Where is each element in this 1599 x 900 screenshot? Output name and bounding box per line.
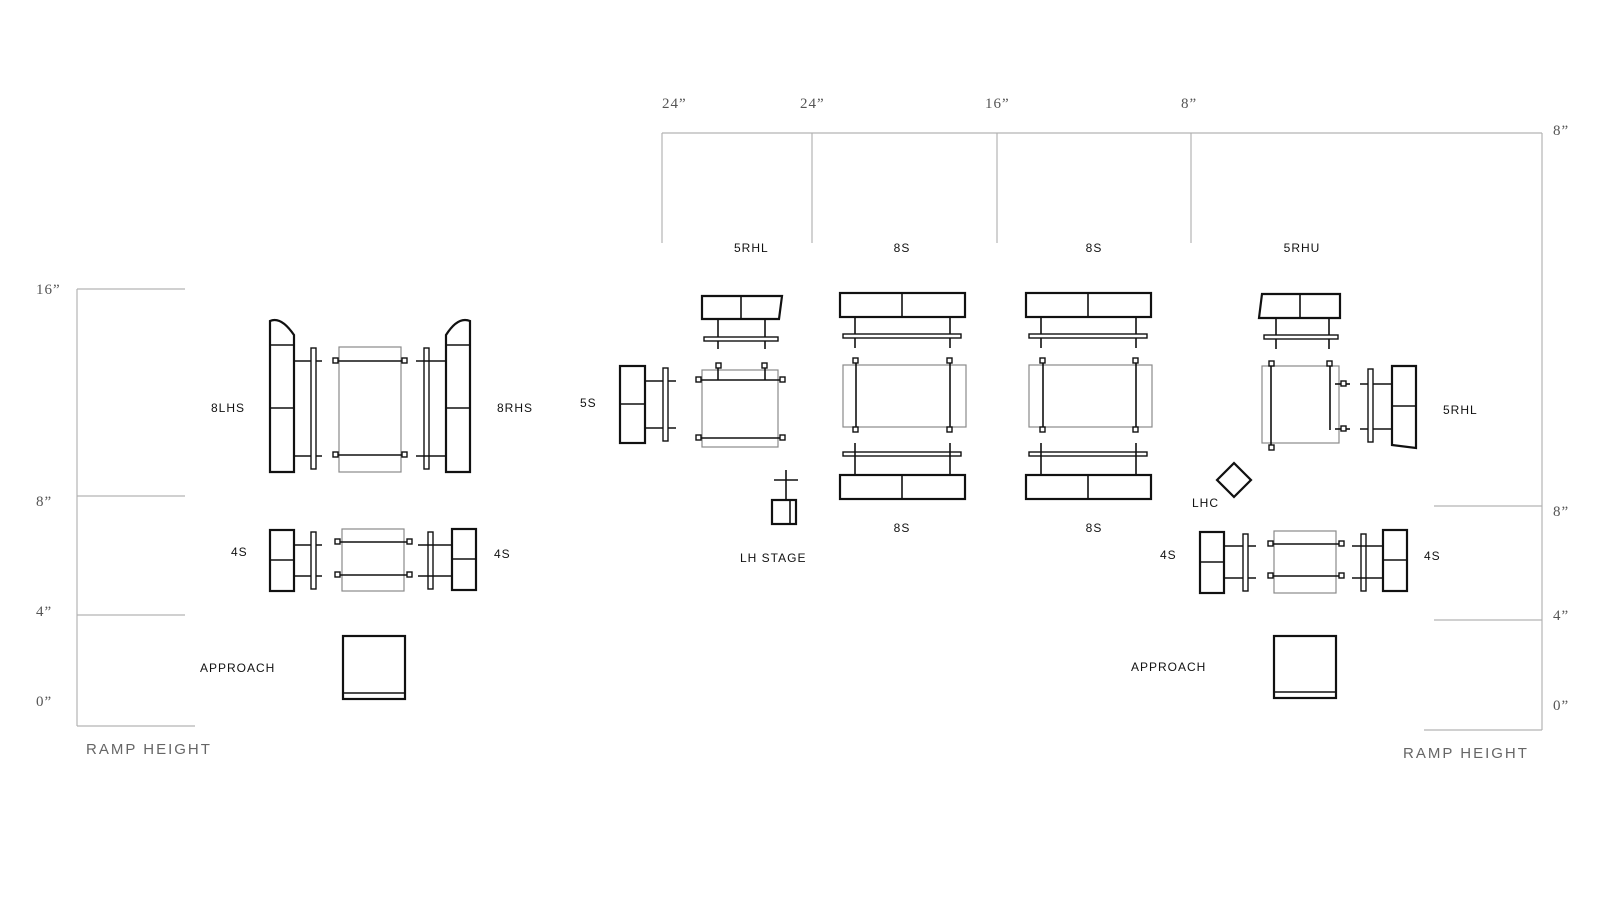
right-tick-8: 8” <box>1553 504 1569 520</box>
right-ramp-height-scale: 8” 4” 0” RAMP HEIGHT <box>1403 504 1569 762</box>
dimension-label-2: 24” <box>800 96 825 112</box>
stage-unit-5rhu: 5RHU <box>1257 241 1350 451</box>
stage-unit-5rhl-right: 5RHL <box>1360 364 1478 450</box>
label-5rhl-center: 5RHL <box>734 241 769 255</box>
label-4s-left-b: 4S <box>494 547 511 561</box>
stage-unit-4s-left-group: 4S 4S <box>231 527 511 593</box>
label-4s-right-a: 4S <box>1160 548 1177 562</box>
label-4s-right-b: 4S <box>1424 549 1441 563</box>
label-8lhs: 8LHS <box>211 401 245 415</box>
label-8s-top-2: 8S <box>1086 241 1103 255</box>
stage-unit-5rhl-center: 5RHL <box>695 241 786 448</box>
right-ramp-caption: RAMP HEIGHT <box>1403 745 1529 762</box>
left-tick-8: 8” <box>36 494 52 510</box>
stage-unit-8lhs-8rhs: 8LHS 8RHS <box>211 318 533 474</box>
lh-stage: LH STAGE <box>740 470 806 565</box>
stage-unit-8s-column-1: 8S 8S <box>838 241 967 535</box>
left-tick-4: 4” <box>36 604 52 620</box>
label-4s-left-a: 4S <box>231 545 248 559</box>
label-8rhs: 8RHS <box>497 401 533 415</box>
left-tick-16: 16” <box>36 282 61 298</box>
dimension-label-4: 8” <box>1181 96 1197 112</box>
right-tick-0: 0” <box>1553 698 1569 714</box>
top-dimension-bracket: 24” 24” 16” 8” 8” <box>661 96 1569 730</box>
dimension-label-5: 8” <box>1553 123 1569 139</box>
label-8s-bottom-2: 8S <box>1086 521 1103 535</box>
label-5s: 5S <box>580 396 597 410</box>
label-5rhu: 5RHU <box>1284 241 1321 255</box>
label-8s-bottom-1: 8S <box>894 521 911 535</box>
approach-left: APPROACH <box>200 634 407 701</box>
label-approach-left: APPROACH <box>200 661 275 675</box>
dimension-label-1: 24” <box>662 96 687 112</box>
approach-right: APPROACH <box>1131 634 1338 700</box>
label-5rhl-right: 5RHL <box>1443 403 1478 417</box>
dimension-label-3: 16” <box>985 96 1010 112</box>
right-tick-4: 4” <box>1553 608 1569 624</box>
label-lh-stage: LH STAGE <box>740 551 806 565</box>
label-8s-top-1: 8S <box>894 241 911 255</box>
label-approach-right: APPROACH <box>1131 660 1206 674</box>
label-lhc: LHC <box>1192 496 1219 510</box>
lhc-unit: LHC <box>1192 461 1253 510</box>
stage-unit-8s-column-2: 8S 8S <box>1024 241 1153 535</box>
stage-unit-5s: 5S <box>580 364 676 445</box>
left-ramp-height-scale: 16” 8” 4” 0” RAMP HEIGHT <box>36 282 212 758</box>
left-ramp-caption: RAMP HEIGHT <box>86 741 212 758</box>
left-tick-0: 0” <box>36 694 52 710</box>
stage-unit-4s-right-group: 4S 4S <box>1160 528 1441 595</box>
